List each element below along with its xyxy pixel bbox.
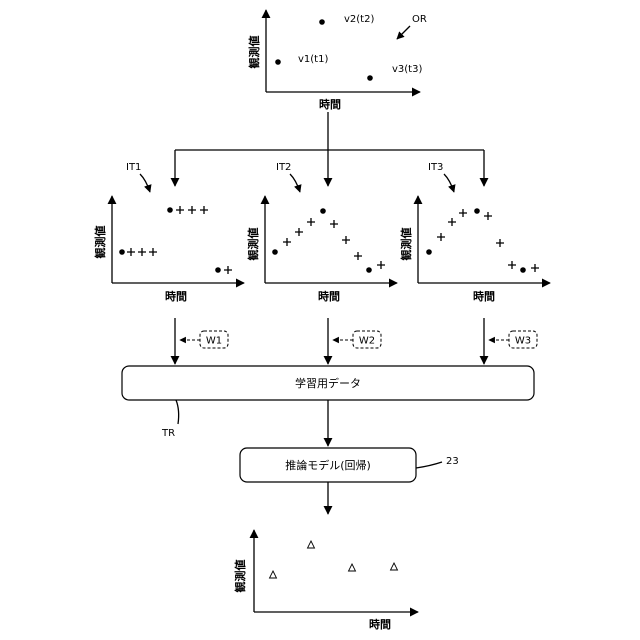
it1-point-3 — [215, 267, 221, 273]
observation-point-v2 — [319, 19, 325, 25]
training-data-block: 学習用データ TR — [122, 366, 534, 446]
ref-arrow-it3 — [444, 174, 454, 192]
training-data-label: 学習用データ — [295, 376, 361, 390]
it3-interp-1 — [437, 233, 445, 241]
observation-point-v3 — [367, 75, 373, 81]
it2-interp-3 — [307, 218, 315, 226]
it2-interp-1 — [283, 238, 291, 246]
interp-plot-it1: 観測値 時間 IT1 — [93, 162, 244, 303]
ref-arrow-it2 — [290, 174, 300, 192]
ref-leader-23 — [416, 462, 442, 468]
it3-point-1 — [426, 249, 432, 255]
ref-label-or: OR — [412, 14, 427, 25]
weight-flows: W1 W2 W3 — [175, 318, 537, 364]
observation-label-v1: v1(t1) — [298, 54, 328, 65]
prediction-marker-3 — [349, 564, 356, 571]
ref-label-tr: TR — [161, 428, 175, 439]
weight-label-w2: W2 — [359, 336, 375, 347]
output-plot: 観測値 時間 — [233, 530, 418, 631]
weight-label-w1: W1 — [206, 336, 222, 347]
it1-point-2 — [167, 207, 173, 213]
it3-interp-6 — [508, 261, 516, 269]
it3-y-label: 観測値 — [399, 228, 413, 261]
it3-interp-2 — [448, 218, 456, 226]
interp-plot-it3: 観測値 時間 IT3 — [399, 162, 550, 303]
ref-arrow-it1 — [140, 174, 150, 192]
it2-point-3 — [366, 267, 372, 273]
weight-label-w3: W3 — [515, 336, 531, 347]
output-y-label: 観測値 — [233, 560, 247, 593]
observation-label-v2: v2(t2) — [344, 14, 374, 25]
it1-interp-1 — [127, 248, 135, 256]
it2-interp-7 — [377, 261, 385, 269]
it3-x-label: 時間 — [473, 289, 495, 303]
it3-point-3 — [520, 267, 526, 273]
it1-interp-2 — [138, 248, 146, 256]
it1-y-label: 観測値 — [93, 226, 107, 259]
ref-label-it3: IT3 — [428, 162, 443, 173]
it2-interp-2 — [295, 228, 303, 236]
observation-label-v3: v3(t3) — [392, 64, 422, 75]
model-block: 推論モデル(回帰) 23 — [240, 448, 459, 514]
branch-connector — [175, 112, 484, 186]
model-label: 推論モデル(回帰) — [285, 458, 371, 472]
it1-interp-7 — [224, 266, 232, 274]
it3-interp-7 — [531, 264, 539, 272]
it2-interp-6 — [354, 252, 362, 260]
it1-interp-5 — [188, 206, 196, 214]
observation-point-v1 — [275, 59, 281, 65]
it2-interp-5 — [342, 236, 350, 244]
ref-label-it2: IT2 — [276, 162, 291, 173]
it3-interp-4 — [484, 212, 492, 220]
it1-interp-6 — [200, 206, 208, 214]
it1-point-1 — [119, 249, 125, 255]
top-plot: 観測値 時間 v1(t1) v2(t2) v3(t3) OR — [247, 10, 427, 111]
it3-interp-5 — [496, 239, 504, 247]
prediction-marker-2 — [308, 541, 315, 548]
ref-arrow-or — [397, 26, 410, 39]
it1-interp-4 — [176, 206, 184, 214]
prediction-marker-4 — [391, 563, 398, 570]
it2-point-1 — [272, 249, 278, 255]
it2-x-label: 時間 — [318, 289, 340, 303]
interp-plot-it2: 観測値 時間 IT2 — [246, 162, 397, 303]
ref-label-it1: IT1 — [126, 162, 141, 173]
prediction-marker-1 — [270, 571, 277, 578]
ref-label-23: 23 — [446, 456, 459, 467]
ref-leader-tr — [176, 400, 179, 424]
top-plot-x-label: 時間 — [319, 97, 341, 111]
it3-point-2 — [474, 208, 480, 214]
it2-interp-4 — [330, 220, 338, 228]
it1-x-label: 時間 — [165, 289, 187, 303]
it2-y-label: 観測値 — [246, 228, 260, 261]
it3-interp-3 — [459, 209, 467, 217]
output-x-label: 時間 — [369, 617, 391, 631]
it1-interp-3 — [149, 248, 157, 256]
top-plot-y-label: 観測値 — [247, 36, 261, 69]
it2-point-2 — [320, 208, 326, 214]
